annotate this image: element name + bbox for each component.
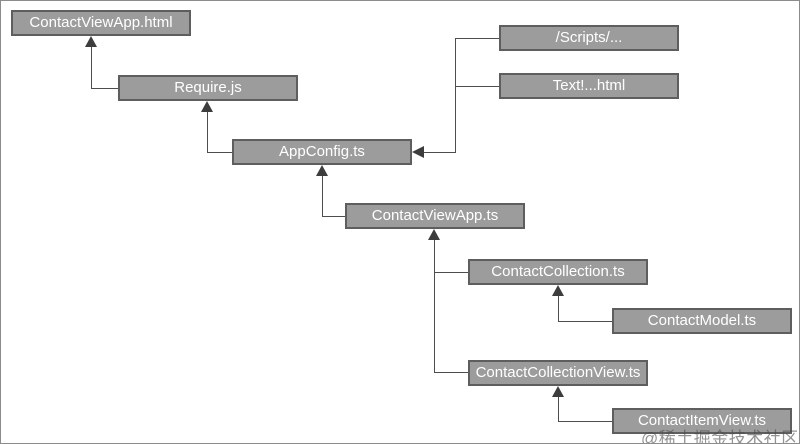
connector-segment [455,86,499,87]
arrowhead-up-icon [552,285,564,296]
connector-segment [434,372,468,373]
node-appconfig-ts: AppConfig.ts [232,139,412,165]
connector-segment [91,88,118,89]
node-contactcollection-ts: ContactCollection.ts [468,259,648,285]
connector-segment [207,152,232,153]
connector-segment [424,152,455,153]
node-contactviewapp-ts: ContactViewApp.ts [345,203,525,229]
node-contactcollectionview-ts: ContactCollectionView.ts [468,360,648,386]
watermark-text: @稀土掘金技术社区 [641,429,799,444]
node-scripts-folder: /Scripts/... [499,25,679,51]
arrowhead-up-icon [552,386,564,397]
connector-segment [558,321,612,322]
connector-segment [91,47,92,89]
connector-segment [322,216,345,217]
arrowhead-up-icon [201,101,213,112]
connector-segment [434,272,468,273]
connector-segment [558,421,612,422]
node-contactviewapp-html: ContactViewApp.html [11,10,191,36]
connector-segment [207,112,208,153]
arrowhead-up-icon [85,36,97,47]
connector-segment [558,296,559,322]
connector-segment [434,240,435,373]
connector-segment [455,38,499,39]
node-contactmodel-ts: ContactModel.ts [612,308,792,334]
arrowhead-up-icon [316,165,328,176]
arrowhead-left-icon [412,146,424,158]
arrowhead-up-icon [428,229,440,240]
node-text-plugin-html: Text!...html [499,73,679,99]
connector-segment [455,38,456,153]
node-contactitemview-ts: ContactItemView.ts [612,408,792,434]
connector-segment [558,397,559,422]
node-require-js: Require.js [118,75,298,101]
connector-segment [322,176,323,217]
